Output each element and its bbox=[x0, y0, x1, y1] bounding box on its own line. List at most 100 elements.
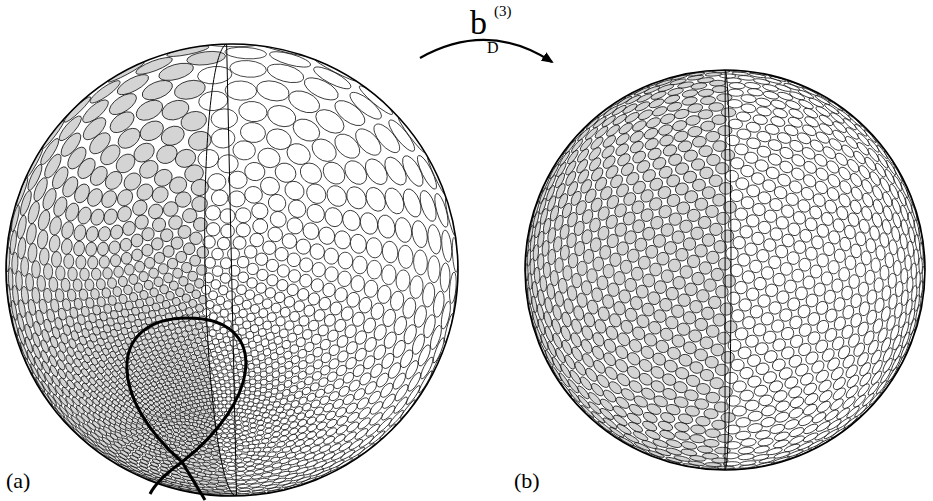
packing-circle bbox=[97, 225, 112, 242]
packing-circle bbox=[242, 421, 249, 426]
packing-circle bbox=[393, 216, 414, 244]
packing-circle bbox=[340, 208, 363, 233]
packing-circle bbox=[56, 266, 66, 280]
packing-circle bbox=[227, 462, 235, 466]
packing-circle bbox=[91, 268, 101, 280]
packing-circle bbox=[349, 233, 368, 255]
packing-circle bbox=[87, 256, 98, 269]
packing-circle bbox=[426, 224, 443, 255]
packing-circle bbox=[440, 263, 451, 293]
packing-circle bbox=[312, 262, 325, 276]
packing-circle bbox=[80, 268, 90, 281]
packing-circle bbox=[226, 470, 235, 474]
packing-circle bbox=[350, 275, 365, 293]
packing-circle bbox=[114, 187, 135, 209]
packing-circle bbox=[217, 154, 238, 173]
packing-circle bbox=[241, 476, 251, 481]
packing-circle bbox=[285, 197, 309, 222]
packing-circle bbox=[227, 433, 233, 437]
packing-circle bbox=[206, 172, 227, 192]
packing-circle bbox=[310, 278, 324, 293]
packing-circle bbox=[721, 230, 734, 243]
packing-circle bbox=[237, 467, 246, 472]
packing-circle bbox=[381, 240, 399, 263]
packing-circle bbox=[860, 178, 875, 195]
packing-circle bbox=[294, 237, 312, 256]
packing-circle bbox=[671, 119, 688, 132]
packing-circle bbox=[11, 252, 18, 274]
packing-circle bbox=[148, 404, 155, 411]
packing-circle bbox=[63, 254, 74, 269]
packing-circle bbox=[289, 421, 299, 429]
packing-circle bbox=[210, 440, 217, 445]
packing-circle bbox=[881, 191, 894, 208]
packing-circle bbox=[255, 464, 265, 470]
packing-circle bbox=[229, 59, 267, 78]
packing-circle bbox=[85, 225, 100, 243]
packing-circle bbox=[323, 182, 350, 210]
packing-circle bbox=[257, 430, 265, 436]
packing-circle bbox=[729, 82, 745, 89]
packing-circle bbox=[299, 258, 313, 273]
packing-circle bbox=[231, 444, 238, 448]
packing-circle bbox=[849, 185, 864, 202]
packing-circle bbox=[39, 248, 50, 266]
packing-circle bbox=[232, 140, 256, 161]
packing-circle bbox=[346, 410, 361, 424]
packing-circle bbox=[725, 135, 739, 146]
packing-circle bbox=[838, 179, 854, 196]
packing-circle bbox=[899, 205, 909, 222]
packing-circle bbox=[250, 423, 257, 429]
packing-circle bbox=[209, 459, 217, 464]
packing-circle bbox=[659, 112, 676, 125]
packing-circle bbox=[363, 279, 379, 298]
packing-circle bbox=[229, 448, 236, 452]
packing-circle bbox=[335, 414, 349, 427]
packing-circle bbox=[196, 148, 220, 170]
packing-circle bbox=[281, 177, 308, 203]
packing-circle bbox=[185, 432, 192, 437]
packing-circle bbox=[144, 257, 155, 269]
packing-circle bbox=[131, 248, 143, 261]
packing-circle bbox=[285, 440, 295, 448]
packing-circle bbox=[288, 269, 301, 283]
packing-circle bbox=[103, 267, 113, 279]
packing-circle bbox=[727, 99, 742, 108]
teardrop-curve bbox=[127, 318, 246, 500]
packing-circle bbox=[428, 256, 440, 283]
packing-circle bbox=[68, 267, 78, 281]
packing-circle bbox=[159, 398, 166, 404]
packing-circle bbox=[222, 429, 228, 433]
packing-circle bbox=[237, 491, 251, 494]
packing-circle bbox=[32, 261, 41, 278]
packing-circle bbox=[251, 474, 262, 479]
packing-circle bbox=[179, 431, 186, 436]
packing-circle bbox=[246, 466, 255, 471]
packing-circle bbox=[322, 205, 346, 230]
packing-circle bbox=[218, 468, 227, 472]
packing-circle bbox=[440, 230, 453, 263]
packing-circle bbox=[294, 439, 305, 448]
packing-circle bbox=[130, 233, 145, 249]
packing-circle bbox=[316, 225, 337, 247]
packing-circle bbox=[861, 192, 875, 209]
packing-circle bbox=[85, 242, 98, 257]
packing-circle bbox=[215, 434, 221, 439]
packing-circle bbox=[323, 247, 339, 265]
packing-circle bbox=[249, 418, 256, 424]
packing-circle bbox=[352, 256, 367, 274]
packing-circle bbox=[322, 282, 337, 298]
packing-circle bbox=[225, 80, 258, 101]
packing-circle bbox=[41, 119, 66, 149]
packing-circle bbox=[36, 229, 49, 249]
packing-circle bbox=[303, 438, 315, 447]
packing-circle bbox=[297, 418, 308, 427]
packing-circle bbox=[242, 431, 249, 436]
packing-circle bbox=[180, 436, 187, 441]
packing-circle bbox=[238, 100, 269, 124]
packing-circle bbox=[277, 265, 289, 278]
packing-circle bbox=[325, 418, 338, 430]
packing-circle bbox=[333, 286, 348, 303]
packing-circle bbox=[25, 163, 44, 192]
packing-circle bbox=[263, 466, 274, 472]
